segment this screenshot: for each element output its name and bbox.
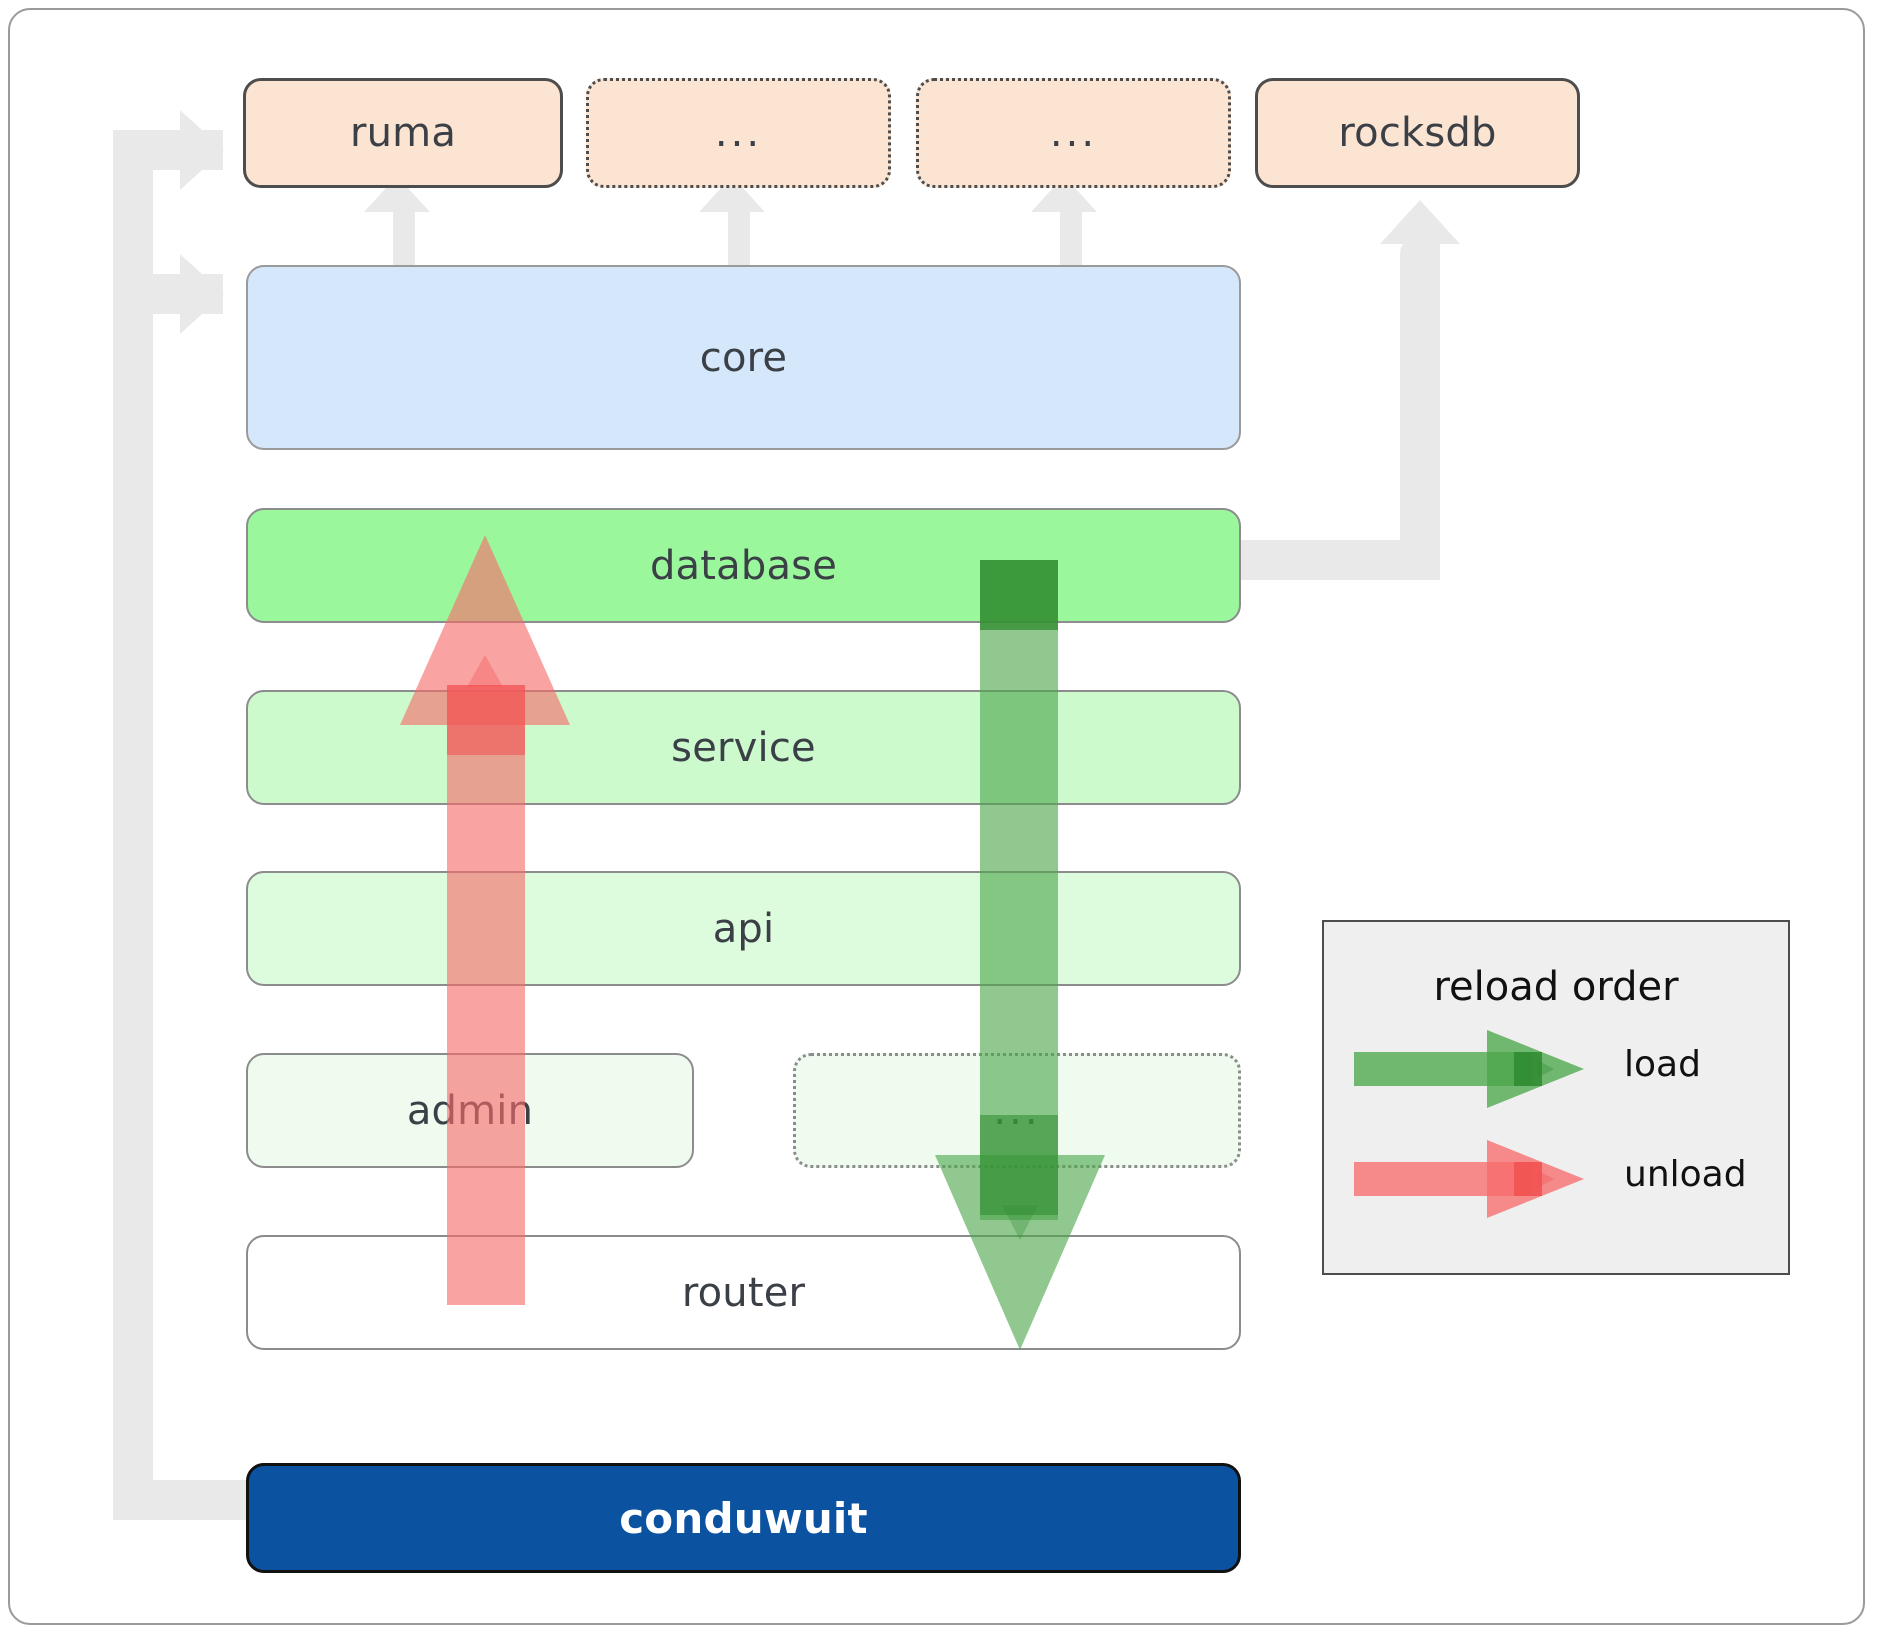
layer-box-router[interactable]: router xyxy=(246,1235,1241,1350)
legend-title: reload order xyxy=(1433,964,1679,1010)
layer-label-api: api xyxy=(712,905,775,952)
dependency-label-ruma: ruma xyxy=(349,110,457,156)
dependency-label-rocksdb: rocksdb xyxy=(1338,110,1497,156)
core-box[interactable]: core xyxy=(246,265,1241,450)
load-flow-arrow xyxy=(920,560,1120,1350)
connector-to-rocksdb-arrowhead xyxy=(1380,200,1460,244)
connector-to-ruma-arrowhead xyxy=(180,110,224,190)
unload-flow-arrow xyxy=(385,535,585,1305)
legend-load-arrow-icon xyxy=(1354,1030,1584,1108)
dependency-box-rocksdb[interactable]: rocksdb xyxy=(1255,78,1580,188)
dependency-box-ruma[interactable]: ruma xyxy=(243,78,563,188)
layer-label-router: router xyxy=(681,1269,806,1316)
dependency-label-2: ... xyxy=(714,110,763,156)
stub-core-to-dep3 xyxy=(1060,205,1082,265)
core-label: core xyxy=(699,334,788,381)
legend-load-label: load xyxy=(1624,1044,1701,1085)
connector-to-rocksdb-horizontal xyxy=(1240,540,1420,580)
dependency-box-2[interactable]: ... xyxy=(586,78,891,188)
layer-label-database: database xyxy=(649,542,838,589)
legend-unload-arrow-icon xyxy=(1354,1140,1584,1218)
dependency-label-3: ... xyxy=(1049,110,1098,156)
legend-panel: reload order load xyxy=(1322,920,1790,1275)
connector-spine-vertical xyxy=(113,130,153,1520)
connector-to-rocksdb-vertical xyxy=(1400,236,1440,580)
stub-core-to-dep2 xyxy=(728,205,750,265)
dependency-box-3[interactable]: ... xyxy=(916,78,1231,188)
legend-unload-label: unload xyxy=(1624,1154,1747,1195)
binary-box-conduwuit[interactable]: conduwuit xyxy=(246,1463,1241,1573)
binary-label-conduwuit: conduwuit xyxy=(619,1493,868,1543)
layer-label-service: service xyxy=(671,724,816,771)
stub-core-to-ruma xyxy=(393,205,415,265)
connector-to-core-arrowhead xyxy=(180,254,224,334)
connector-from-conduwuit-horizontal xyxy=(113,1480,248,1520)
